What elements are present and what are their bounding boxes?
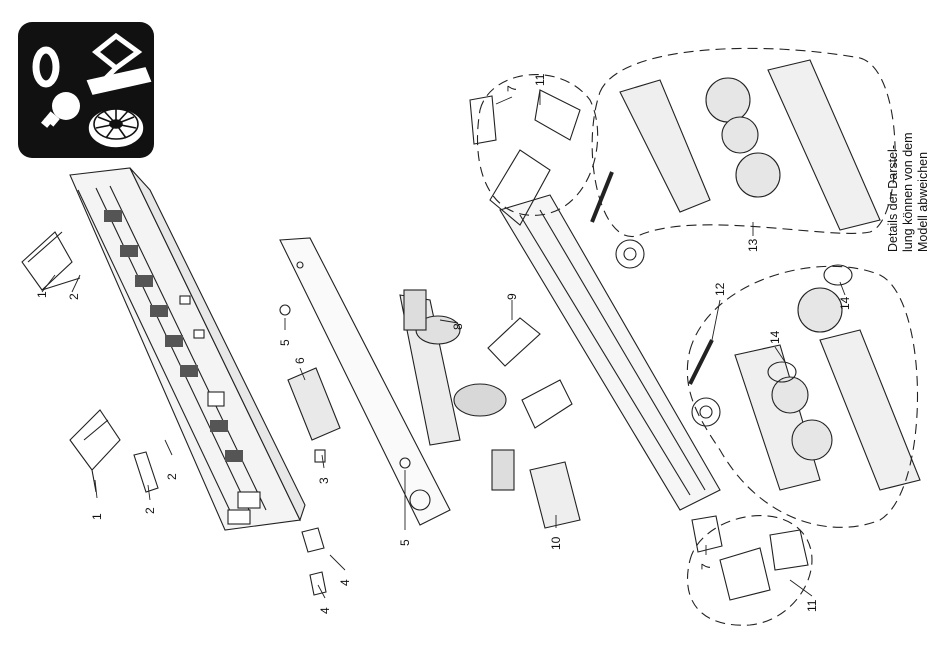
group-outline-cab-top	[478, 75, 598, 216]
part-7-bottom	[692, 516, 722, 552]
part-10	[530, 462, 580, 528]
screw-3	[315, 450, 325, 462]
callout-3: 3	[317, 477, 331, 484]
bogie-upper	[620, 60, 880, 230]
traction-tyre-b	[824, 265, 852, 285]
callout-10: 10	[549, 536, 563, 550]
cab-interior-bottom	[720, 530, 808, 600]
callout-14a: 14	[838, 296, 852, 310]
part-7-top	[470, 96, 496, 144]
callout-2b: 2	[143, 507, 157, 514]
callout-2a: 2	[67, 293, 81, 300]
callout-4b: 4	[338, 579, 352, 586]
callout-5a: 5	[278, 339, 292, 346]
chassis-frame	[500, 195, 720, 510]
block-6	[288, 368, 340, 440]
callout-14b: 14	[768, 330, 782, 344]
bracket-9	[488, 318, 572, 428]
pantograph-1-top	[22, 232, 80, 290]
callout-7b: 7	[699, 563, 713, 570]
callout-13: 13	[746, 238, 760, 252]
callout-9: 9	[505, 293, 519, 300]
callout-1b: 1	[90, 513, 104, 520]
small-part-4	[302, 528, 326, 595]
callout-2c: 2	[165, 473, 179, 480]
small-part-2	[134, 452, 158, 492]
body-shell	[70, 168, 305, 530]
callout-11b: 11	[805, 599, 819, 612]
callout-5b: 5	[398, 539, 412, 546]
pantograph-1-bottom	[70, 410, 120, 492]
callout-4a: 4	[318, 607, 332, 614]
shaft-12-upper	[592, 172, 612, 222]
callout-7a: 7	[505, 85, 519, 92]
gear-upper	[616, 240, 644, 268]
shaft-12-lower	[690, 340, 712, 384]
callout-1a: 1	[35, 291, 49, 298]
screw-5-top	[280, 305, 290, 315]
bogie-lower	[735, 288, 920, 490]
callout-12: 12	[713, 282, 727, 296]
callout-11a: 11	[533, 73, 547, 86]
callout-6: 6	[293, 357, 307, 364]
gear-lower	[692, 398, 720, 426]
callout-8: 8	[451, 323, 465, 330]
